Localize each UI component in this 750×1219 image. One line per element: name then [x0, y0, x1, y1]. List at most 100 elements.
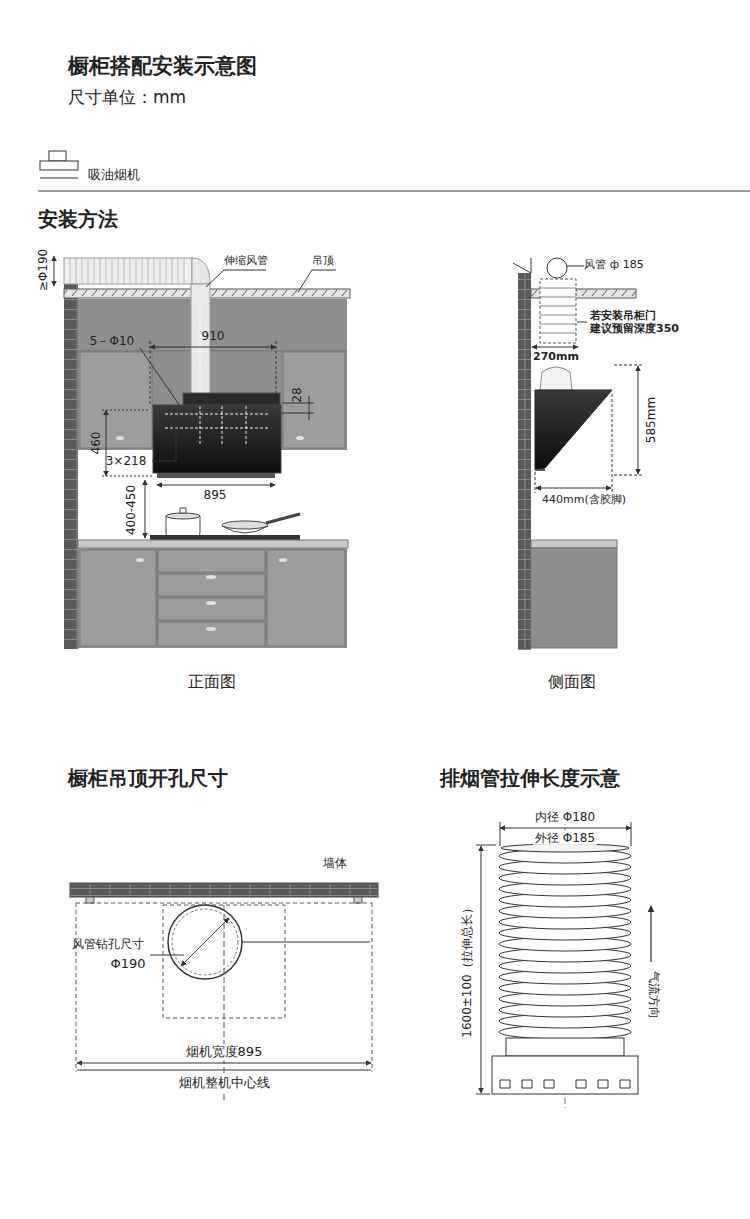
- header-art: [38, 151, 750, 191]
- duct-stretch: [476, 810, 651, 1108]
- drawing-part: [309, 396, 310, 420]
- drawing-part: [296, 436, 304, 440]
- drawing-part: [492, 1056, 638, 1094]
- drawing-part: [64, 258, 192, 284]
- drawing-part: [298, 270, 336, 292]
- drawing-part: [77, 1070, 371, 1071]
- drawing-part: [38, 191, 750, 192]
- drawing-part: [638, 366, 639, 474]
- drawing-part: [180, 508, 186, 513]
- drawing-part: [518, 273, 531, 650]
- drawing-part: [140, 348, 182, 409]
- drawing-part: [577, 322, 587, 323]
- diagram-label: 895: [204, 488, 227, 502]
- drawing-part: [78, 351, 347, 352]
- drawing-part: [354, 897, 362, 903]
- drawing-part: [80, 550, 156, 646]
- drawing-part: [614, 365, 642, 475]
- drawing-part: [535, 394, 612, 493]
- drawing-part: [650, 906, 651, 962]
- diagram-label: 吊顶: [312, 254, 334, 267]
- drawing-part: [40, 178, 78, 179]
- diagram-label: 烟机宽度895: [184, 1044, 265, 1060]
- diagram-label: 1600±100（拉伸总长）: [460, 902, 474, 1038]
- hole-plan: [70, 883, 378, 1100]
- drawing-part: [181, 918, 229, 966]
- drawing-part: [150, 535, 300, 540]
- drawing-part: [535, 469, 545, 471]
- drawing-part: [166, 513, 200, 519]
- diagram-label: 若安装吊柜门 建议预留深度350: [590, 309, 690, 335]
- drawing-part: [165, 406, 270, 444]
- diagram-label: 外径 Φ185: [533, 831, 597, 845]
- diagram-label: 3×218: [106, 454, 147, 468]
- diagram-label: 270mm: [533, 350, 579, 363]
- drawing-part: [158, 550, 265, 572]
- drawing-part: [224, 905, 225, 1100]
- drawing-part: [540, 288, 576, 333]
- diagram-label: 910: [202, 329, 225, 343]
- diagram-label: 烟机整机中心线: [177, 1075, 272, 1091]
- drawing-part: [206, 627, 216, 631]
- front-view: [54, 256, 350, 649]
- diagram-label: 伸缩风管: [224, 254, 268, 267]
- drawing-part: [86, 897, 94, 903]
- drawing-part: [481, 846, 482, 1093]
- drawing-part: [279, 558, 287, 562]
- drawing-part: [500, 1080, 630, 1088]
- drawing-part: [547, 258, 567, 278]
- drawing-part: [77, 1063, 371, 1064]
- drawing-part: [531, 258, 532, 273]
- drawing-part: [183, 393, 280, 406]
- drawing-part: [531, 540, 617, 548]
- drawing-part: [283, 352, 345, 448]
- drawing-part: [78, 540, 348, 548]
- diagram-label: 5－Φ10: [90, 334, 134, 348]
- drawing-part: [535, 390, 612, 470]
- diagram-label: 安装方法: [38, 207, 118, 231]
- page-title: 橱柜搭配安装示意图: [68, 54, 257, 79]
- drawing-part: [49, 151, 66, 161]
- drawing-part: [158, 598, 265, 620]
- drawing-part: [206, 575, 216, 579]
- diagram-label: Φ190: [108, 956, 147, 972]
- drawing-part: [222, 521, 268, 529]
- drawing-part: [540, 367, 572, 390]
- drawing-part: [40, 161, 78, 170]
- drawing-part: [78, 548, 347, 648]
- drawing-part: [531, 548, 617, 648]
- drawing-part: [513, 263, 531, 273]
- drawing-part: [150, 955, 184, 956]
- diagram-label: 风管 ф 185: [584, 258, 643, 271]
- drawing-part: [168, 905, 242, 979]
- drawing-part: [567, 266, 584, 267]
- diagram-label: 橱柜吊顶开孔尺寸: [68, 766, 228, 790]
- drawing-part: [242, 942, 370, 943]
- drawing-part: [506, 1038, 624, 1056]
- drawing-part: [150, 347, 276, 348]
- drawing-part: [266, 514, 300, 523]
- diagram-label: ≥Φ190: [36, 249, 50, 291]
- drawing-part: [158, 622, 265, 646]
- diagram-label: 内径 Φ180: [533, 810, 597, 824]
- drawing-part: [102, 410, 152, 476]
- drawing-part: [192, 258, 210, 284]
- drawing-part: [157, 473, 275, 478]
- diagram-label: 440mm(含胶脚): [542, 493, 626, 506]
- drawing-part: [206, 601, 216, 605]
- drawing-part: [70, 883, 378, 897]
- diagram-label: 460: [89, 432, 103, 455]
- drawing-part: [157, 485, 275, 486]
- drawing-part: [64, 283, 78, 649]
- diagram-label: 585mm: [644, 397, 658, 443]
- drawing-part: [532, 347, 578, 348]
- diagram-label: 墙体: [323, 856, 347, 870]
- diagram-label: 风管钻孔尺寸: [72, 937, 144, 951]
- drawing-part: [536, 488, 611, 489]
- diagram-label: 28: [290, 387, 304, 402]
- drawing-part: [150, 341, 276, 405]
- drawing-part: [206, 270, 266, 287]
- diagram-label: 气流方向: [647, 971, 661, 1019]
